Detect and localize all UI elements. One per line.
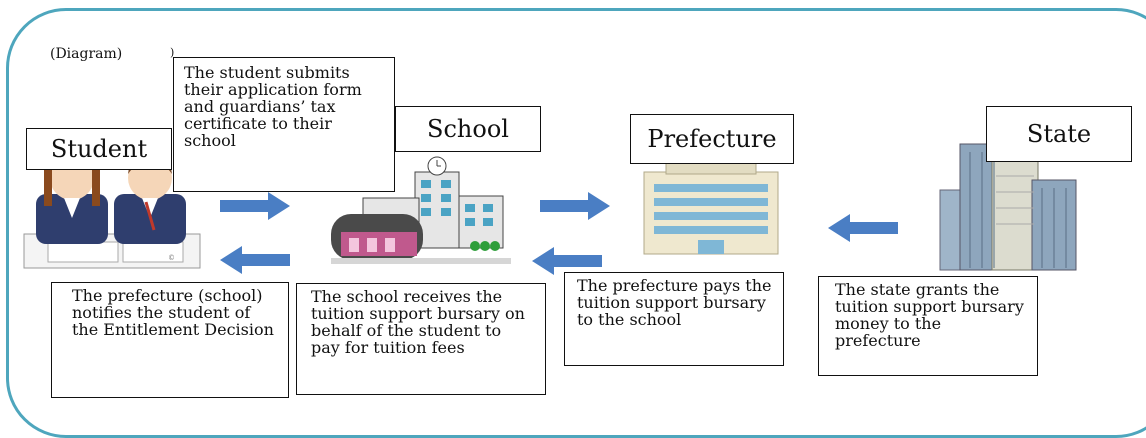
prefecture-illustration (643, 159, 779, 255)
arrow-student-to-school (220, 192, 290, 220)
prefecture-label: Prefecture (630, 114, 794, 164)
arrow-prefecture-to-school (532, 247, 602, 275)
svg-text:©: © (168, 254, 175, 262)
diagram-tag-paren: ) (170, 46, 175, 59)
arrow-school-to-student (220, 246, 290, 274)
student-label: Student (26, 128, 172, 170)
note-prefecture-pays: The prefecture pays the tuition support … (564, 272, 784, 366)
arrow-school-to-prefecture (540, 192, 610, 220)
note-state-grants: The state grants the tuition support bur… (818, 276, 1038, 376)
note-school-receives: The school receives the tuition support … (296, 283, 546, 395)
state-illustration (939, 143, 1077, 271)
state-label: State (986, 106, 1132, 162)
note-notify: The prefecture (school) notifies the stu… (51, 282, 289, 398)
note-application: The student submits their application fo… (173, 57, 395, 192)
school-label: School (395, 106, 541, 152)
school-illustration (331, 156, 511, 264)
diagram-tag: (Diagram) (50, 46, 123, 62)
arrow-state-to-prefecture (828, 214, 898, 242)
